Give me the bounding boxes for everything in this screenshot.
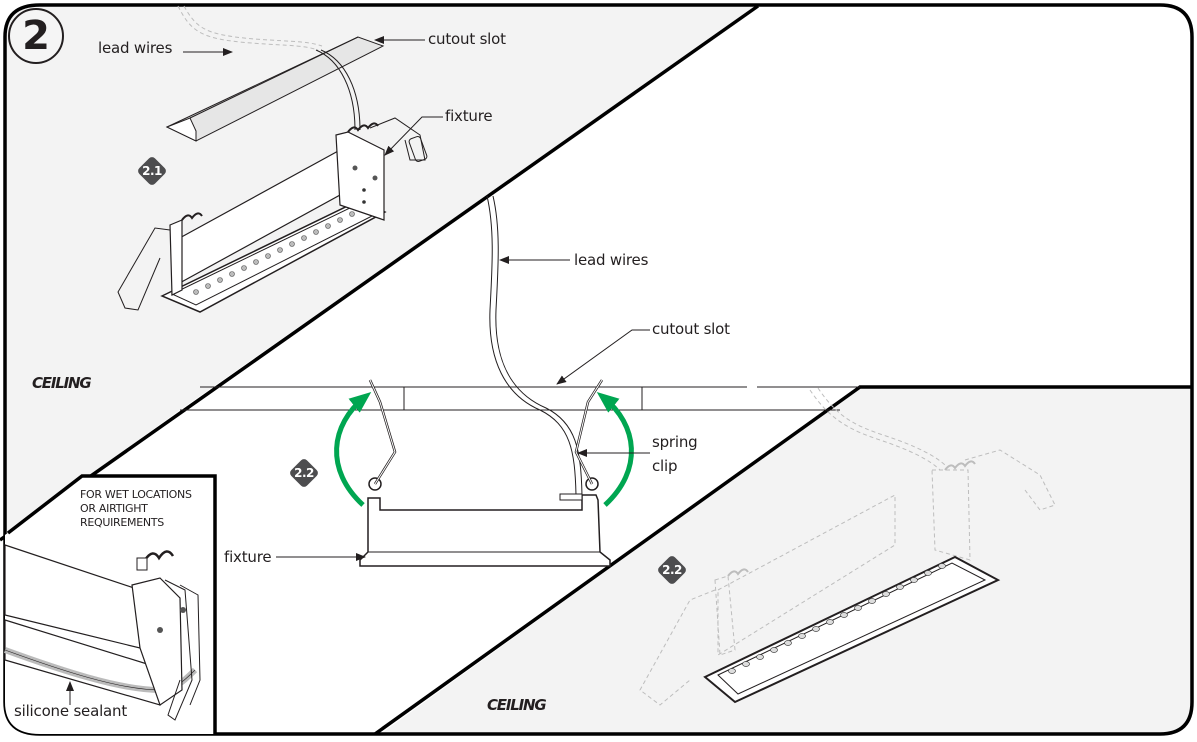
label-lead-wires-2-1: lead wires [98,39,173,57]
center-panel-illustration [180,195,860,567]
label-silicone-sealant: silicone sealant [14,702,128,720]
rotate-arrow-right-icon [596,391,634,507]
badge-2-1: 2.1 [136,155,168,187]
label-cutout-slot-center: cutout slot [652,320,730,338]
panel-2-1-illustration [117,5,428,313]
rotate-arrow-left-icon [334,391,372,507]
outer-frame [3,3,1194,736]
label-lead-wires-center: lead wires [574,251,649,269]
inset-wet-locations [3,474,217,734]
badge-2-2-center: 2.2 [288,457,320,489]
badge-text: 2.2 [662,563,682,577]
step-number: 2 [8,8,64,64]
badge-2-2-right: 2.2 [656,554,688,586]
wet-location-note: FOR WET LOCATIONS OR AIRTIGHT REQUIREMEN… [80,488,192,530]
ceiling-label-left: CEILING [32,374,92,392]
label-fixture-2-1: fixture [445,107,493,125]
label-cutout-slot-2-1: cutout slot [428,30,506,48]
wet-note-line-2: OR AIRTIGHT [80,502,148,515]
panel-2-2-illustration [639,387,1056,706]
wet-note-line-1: FOR WET LOCATIONS [80,488,192,501]
label-fixture-center: fixture [224,548,272,566]
ceiling-label-right: CEILING [487,696,547,714]
panel-2-2-background [375,387,1192,734]
label-spring-clip-line1: spring [652,433,698,451]
badge-text: 2.1 [142,164,162,178]
label-spring-clip-line2: clip [652,457,678,475]
badge-text: 2.2 [294,466,314,480]
wet-note-line-3: REQUIREMENTS [80,516,164,529]
